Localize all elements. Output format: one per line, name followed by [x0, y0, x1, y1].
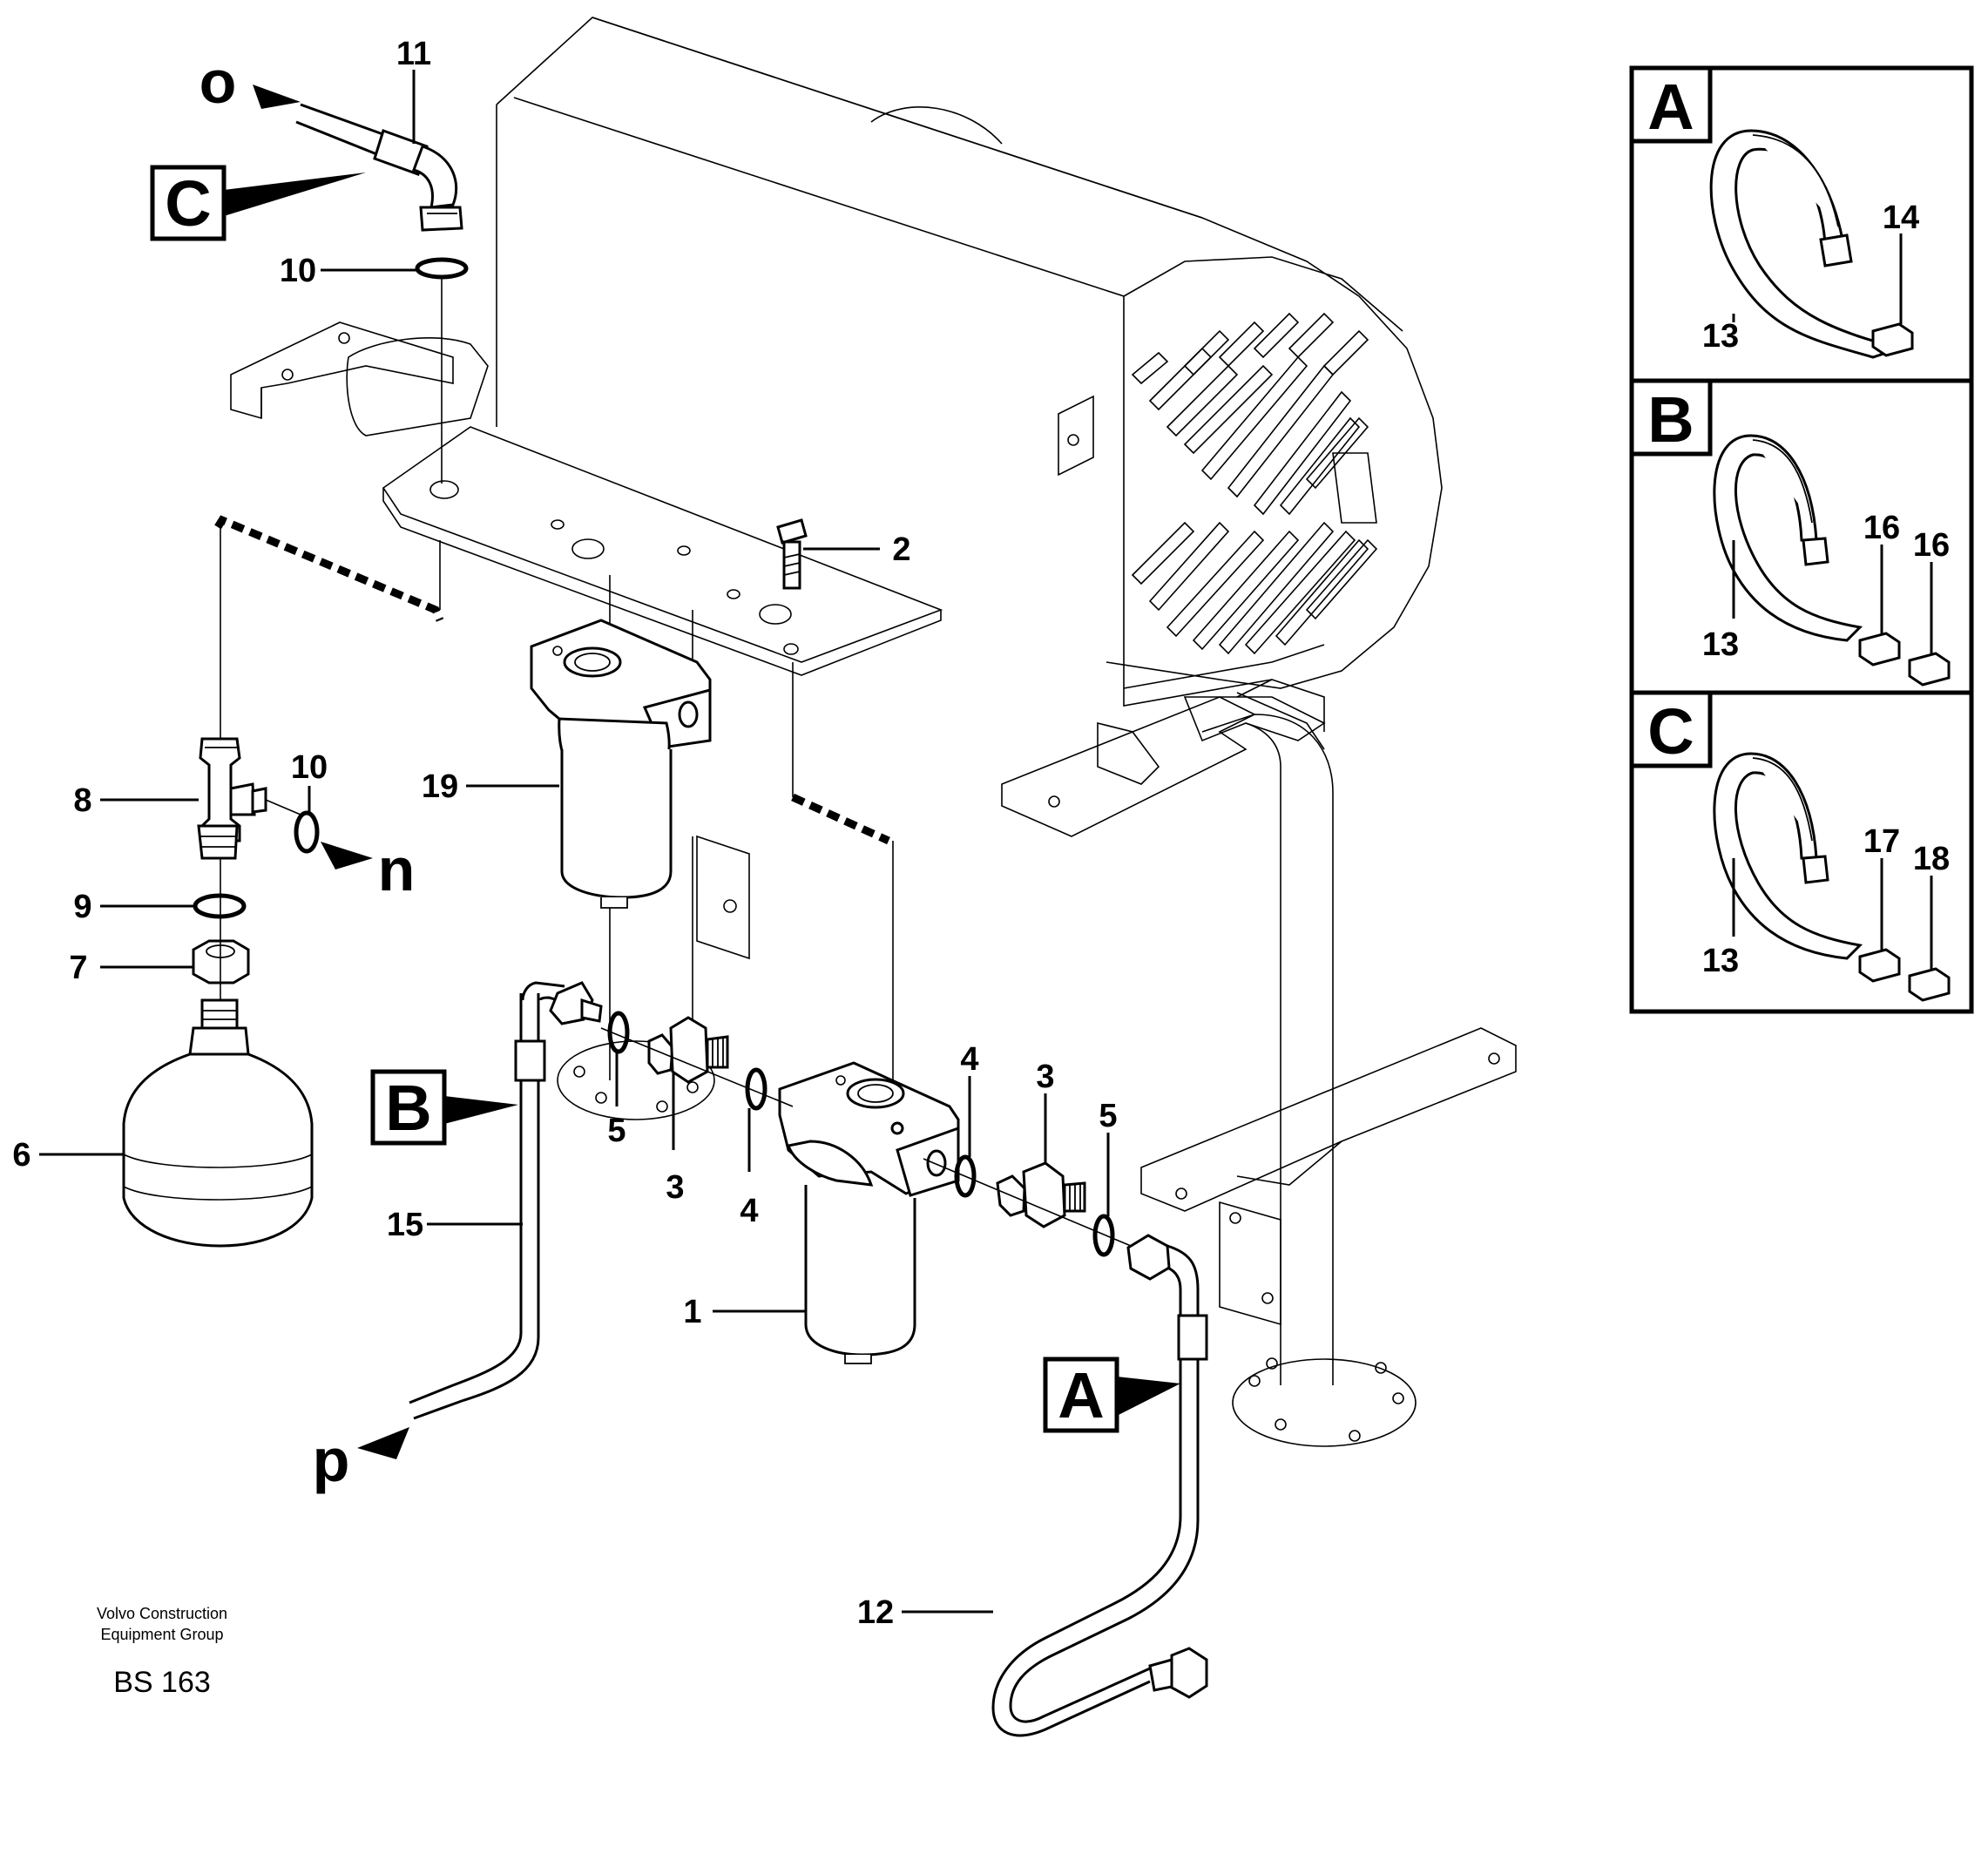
panel-B-label-13: 13	[1702, 626, 1739, 663]
label-n: n	[378, 836, 416, 903]
panel-C-label-18: 18	[1913, 841, 1950, 877]
label-o: o	[199, 48, 237, 116]
tie-block-18	[1908, 967, 1951, 1002]
support-post	[1001, 679, 1517, 1447]
panel-B-letter: B	[1647, 383, 1694, 456]
tie-block-14	[1871, 322, 1914, 357]
callout-A-letter: A	[1058, 1359, 1104, 1431]
label-8: 8	[73, 782, 91, 819]
washer-9	[193, 893, 247, 919]
filter-1	[778, 1061, 960, 1364]
label-6: 6	[12, 1137, 30, 1174]
tie-block-16-b	[1908, 652, 1951, 687]
label-3-right: 3	[1036, 1059, 1054, 1095]
tee-fitting-8	[197, 737, 267, 860]
label-5-right: 5	[1099, 1098, 1117, 1134]
label-10-right: 10	[291, 749, 328, 786]
panel-B-label-16-b: 16	[1913, 527, 1950, 564]
label-p: p	[313, 1426, 350, 1494]
o-ring-5-right	[1092, 1214, 1115, 1257]
panel-B-label-16-a: 16	[1863, 510, 1900, 546]
cable-tie-13-C	[1713, 752, 1863, 960]
label-11: 11	[396, 36, 431, 72]
panel-A-label-14: 14	[1883, 200, 1919, 236]
connection-dashes	[214, 279, 894, 1089]
o-ring-10-top	[415, 257, 469, 280]
hose-11	[295, 103, 463, 232]
label-3-left: 3	[666, 1169, 684, 1206]
mounting-bracket	[230, 321, 943, 1120]
label-9: 9	[73, 889, 91, 925]
panel-C-letter: C	[1647, 695, 1694, 768]
arrow-p	[357, 1427, 409, 1459]
tie-block-17	[1858, 948, 1901, 983]
footer-company-line1: Volvo Construction	[97, 1605, 227, 1622]
cable-tie-13-A	[1709, 129, 1904, 359]
panel-C-label-17: 17	[1863, 823, 1900, 860]
tie-block-16-a	[1858, 632, 1901, 666]
arrow-o	[253, 85, 301, 109]
callout-C: C	[150, 165, 366, 241]
leader-lines	[39, 70, 1110, 1614]
bolt-2	[776, 518, 808, 590]
panel-A-letter: A	[1647, 71, 1694, 143]
panel-C-label-13: 13	[1702, 943, 1739, 979]
label-4-right: 4	[960, 1041, 978, 1078]
fitting-3-left	[647, 1016, 729, 1084]
label-1: 1	[683, 1294, 701, 1330]
label-5-left: 5	[607, 1113, 625, 1149]
o-ring-4-right	[954, 1154, 977, 1198]
detail-panel-C: C 13 17 18	[1629, 690, 1951, 1002]
hose-15	[409, 981, 603, 1420]
callout-A: A	[1043, 1357, 1180, 1433]
label-2: 2	[892, 531, 910, 568]
o-ring-4-left	[745, 1067, 767, 1111]
callout-B: B	[370, 1069, 518, 1146]
callout-B-letter: B	[385, 1072, 431, 1144]
detail-panel-B: B 13 16 16	[1629, 378, 1951, 687]
arrow-n	[321, 842, 373, 869]
footer-code: BS 163	[113, 1666, 211, 1699]
label-10-top: 10	[280, 253, 316, 289]
cab-housing	[496, 17, 1443, 707]
label-4-left: 4	[740, 1193, 758, 1229]
o-ring-10-right	[294, 810, 320, 854]
panel-A-label-13: 13	[1702, 318, 1739, 355]
label-15: 15	[387, 1207, 423, 1243]
detail-panel-A: A 13 14	[1629, 65, 1919, 359]
accumulator-6	[122, 998, 314, 1248]
footer: Volvo Construction Equipment Group BS 16…	[97, 1605, 227, 1699]
label-19: 19	[422, 768, 458, 805]
footer-company-line2: Equipment Group	[100, 1626, 223, 1643]
callout-C-letter: C	[165, 167, 211, 240]
cable-tie-13-B	[1713, 434, 1863, 642]
o-ring-5-left	[607, 1011, 630, 1054]
label-12: 12	[857, 1594, 894, 1631]
label-7: 7	[69, 950, 87, 986]
hose-12	[991, 1234, 1208, 1737]
filter-19	[530, 619, 712, 909]
